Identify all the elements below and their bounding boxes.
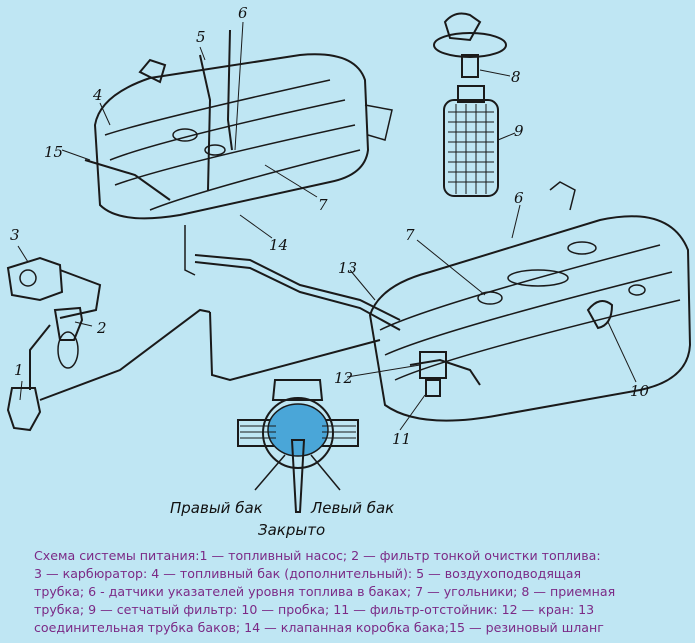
callout-12: 12	[334, 369, 353, 387]
callout-7-upper: 7	[318, 196, 328, 214]
valve-label-closed: Закрыто	[258, 521, 325, 539]
callout-7-main: 7	[405, 226, 415, 244]
caption-line-3: трубка; 6 - датчики указателей уровня то…	[34, 584, 616, 599]
callout-11: 11	[392, 430, 411, 448]
callout-6-upper: 6	[238, 4, 248, 22]
callout-8: 8	[511, 68, 521, 86]
caption-line-1: Схема системы питания:1 — топливный насо…	[34, 548, 601, 563]
callout-5: 5	[196, 28, 206, 46]
callout-3: 3	[10, 226, 20, 244]
callout-13: 13	[338, 259, 357, 277]
carburetor	[6, 256, 64, 302]
auxiliary-fuel-tank	[93, 53, 393, 276]
fuel-system-diagram: 1 2 3 4 5 6 6 7 7 8 9 10 11 12 13 14 15 …	[6, 4, 692, 539]
valve-detail	[237, 379, 359, 513]
caption-line-5: соединительная трубка баков; 14 — клапан…	[34, 620, 604, 635]
callout-numbers: 1 2 3 4 5 6 6 7 7 8 9 10 11 12 13 14 15	[10, 4, 650, 448]
callout-15: 15	[44, 143, 63, 161]
callout-1: 1	[14, 361, 24, 379]
valve-label-right-tank: Правый бак	[170, 499, 263, 517]
fuel-pump	[6, 387, 42, 432]
mesh-filter	[443, 85, 499, 197]
diagram-caption: Схема системы питания:1 — топливный насо…	[34, 547, 684, 637]
callout-4: 4	[92, 86, 103, 104]
fine-fuel-filter	[53, 306, 84, 369]
receiving-tube	[433, 12, 507, 78]
callout-14: 14	[269, 236, 288, 254]
callout-2: 2	[96, 319, 107, 337]
caption-line-2: 3 — карбюратор: 4 — топливный бак (допол…	[34, 566, 582, 581]
fuel-valve	[419, 351, 447, 397]
callout-9: 9	[514, 122, 524, 140]
fuel-lines	[29, 29, 481, 401]
callout-10: 10	[630, 382, 650, 400]
valve-label-left-tank: Левый бак	[310, 499, 394, 517]
caption-line-4: трубка; 9 — сетчатый фильтр: 10 — пробка…	[34, 602, 595, 617]
main-fuel-tank	[368, 181, 692, 422]
callout-6-main: 6	[514, 189, 524, 207]
leader-lines	[17, 21, 637, 431]
